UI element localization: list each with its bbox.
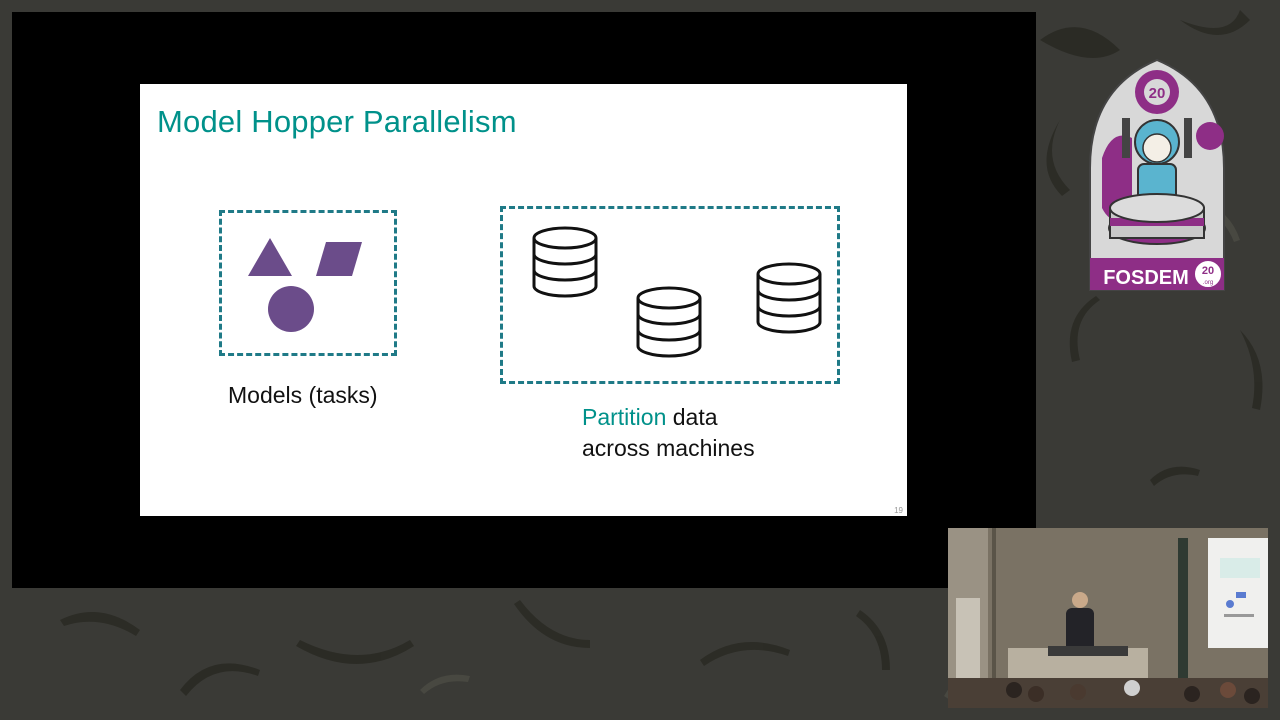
database-icon [756,262,822,334]
data-caption-line2: across machines [582,435,755,461]
data-caption-rest: data [666,404,718,430]
circle-shape-icon [268,286,314,332]
database-icon [532,226,598,298]
logo-wordmark: FOSDEM [1103,267,1189,289]
models-box [219,210,397,356]
logo-year: 20 [1202,265,1214,277]
slide-title: Model Hopper Parallelism [157,104,517,139]
slide: Model Hopper Parallelism Models (tasks) [140,84,907,516]
speaker-video-inset [948,528,1268,708]
parallelogram-shape-icon [316,242,362,276]
data-partition-box [500,206,840,384]
fosdem-logo: 20 FOSDEM 20 .org [1089,58,1225,291]
models-caption: Models (tasks) [228,382,378,408]
data-caption-accent: Partition [582,404,667,430]
triangle-shape-icon [248,238,292,276]
slide-page-number: 19 [894,506,903,515]
lecture-hall-image [948,528,1268,708]
logo-badge-number: 20 [1149,85,1166,102]
database-icon [636,286,702,358]
data-caption: Partition data across machines [582,402,755,464]
logo-suffix: .org [1203,280,1213,286]
presentation-stage: Model Hopper Parallelism Models (tasks) [12,12,1036,588]
